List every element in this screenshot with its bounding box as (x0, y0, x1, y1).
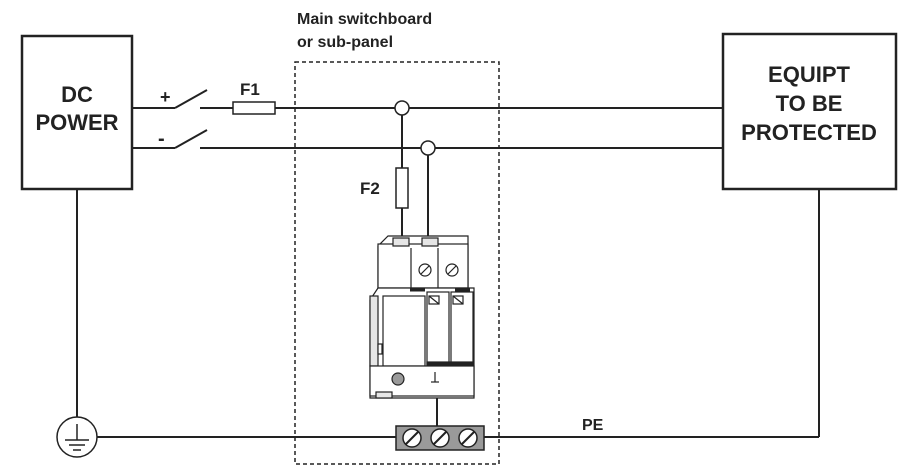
negative-junction (420, 140, 436, 156)
dc-power-label-line2: POWER (35, 110, 118, 135)
equipment-label-line2: TO BE (776, 91, 843, 116)
fuse-f2 (395, 167, 409, 209)
minus-sign-label: - (158, 128, 165, 150)
dc-power-label-line1: DC (61, 82, 93, 107)
pe-label: PE (582, 417, 604, 434)
panel-boundary (294, 61, 500, 465)
plus-sign-label: + (160, 87, 171, 107)
positive-junction (394, 100, 410, 116)
panel-label-line2: or sub-panel (297, 34, 393, 51)
fuse-f1 (232, 101, 276, 115)
equipment-box (721, 32, 898, 191)
equipment-label-line3: PROTECTED (741, 120, 877, 145)
dc-power-box (20, 34, 134, 191)
positive-switch (174, 89, 208, 109)
equipment-label-line1: EQUIPT (768, 62, 850, 87)
panel-label-line1: Main switchboard (297, 11, 432, 28)
fuse-f1-label: F1 (240, 80, 260, 99)
surge-protection-device (369, 235, 475, 399)
earth-icon (65, 424, 89, 451)
earth-terminal-block (395, 425, 485, 451)
fuse-f2-label: F2 (360, 179, 380, 198)
negative-switch (174, 129, 208, 149)
